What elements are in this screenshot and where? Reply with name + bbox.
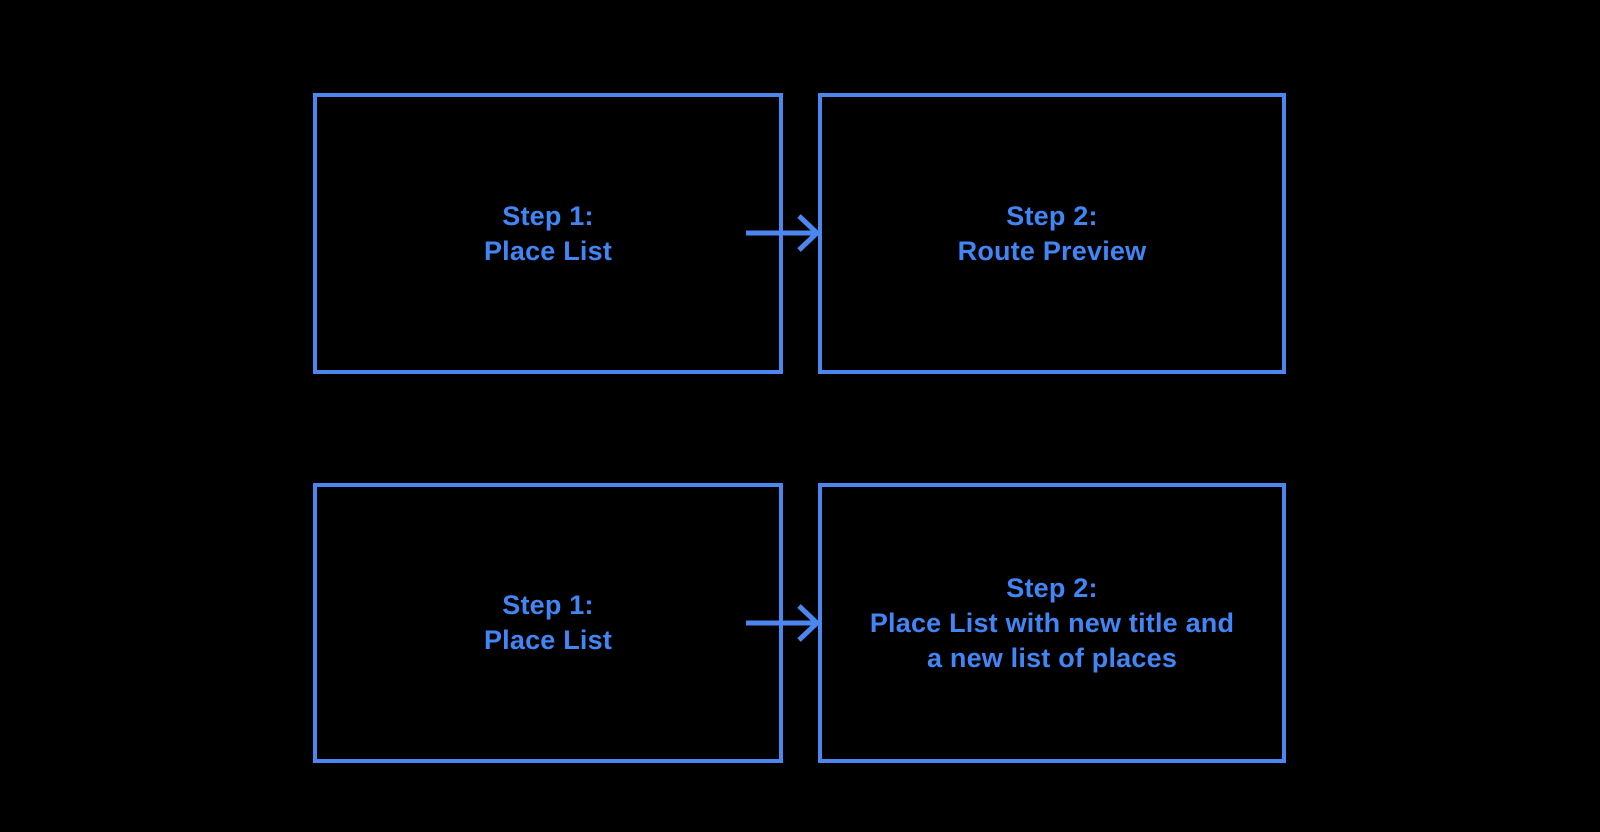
flow1-step2-box: Step 2: Route Preview xyxy=(818,93,1286,374)
label-line: Place List xyxy=(483,625,613,655)
label-line: Step 1: xyxy=(502,590,594,620)
label-line: Place List with new title and xyxy=(869,607,1235,638)
flow1-right-arrow-icon xyxy=(746,214,821,252)
flow2-step1-label: Step 1: Place List xyxy=(484,588,612,658)
label-line: Route Preview xyxy=(957,235,1147,266)
flow1-step1-box: Step 1: Place List xyxy=(313,93,783,374)
label-line: Step 2: xyxy=(1006,572,1098,603)
flow1-step2-label: Step 2: Route Preview xyxy=(958,199,1147,269)
flow2-step2-box: Step 2: Place List with new title and a … xyxy=(818,483,1286,763)
label-line: Step 2: xyxy=(1006,200,1098,231)
flow2-right-arrow-icon xyxy=(746,604,821,642)
label-line: Step 1: xyxy=(502,200,594,231)
flow2-step2-label: Step 2: Place List with new title and a … xyxy=(870,571,1234,676)
flow1-step1-label: Step 1: Place List xyxy=(484,199,612,269)
flow2-step1-box: Step 1: Place List xyxy=(313,483,783,763)
label-line: a new list of places xyxy=(926,642,1178,673)
label-line: Place List xyxy=(483,235,613,266)
